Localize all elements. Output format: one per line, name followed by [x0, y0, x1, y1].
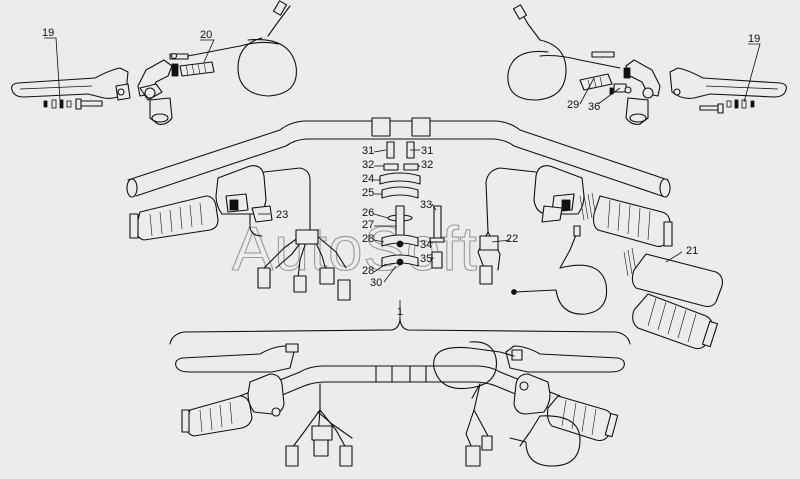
- callout-21: 21: [686, 245, 698, 257]
- callout-30: 30: [370, 277, 382, 289]
- callout-1: 1: [397, 306, 403, 318]
- callout-36: 36: [588, 101, 600, 113]
- callout-25: 25: [362, 187, 374, 199]
- callout-32-right: 32: [421, 159, 433, 171]
- callout-29: 29: [567, 99, 579, 111]
- assembly-bracket: [169, 317, 631, 345]
- left-switch-assembly: [129, 165, 351, 301]
- handlebar-main: [126, 117, 671, 198]
- callout-19-right: 19: [748, 33, 760, 45]
- callout-20: 20: [200, 29, 212, 41]
- callout-31-left: 31: [362, 145, 374, 157]
- callout-22: 22: [506, 233, 518, 245]
- callout-33: 33: [420, 199, 432, 211]
- callout-26: 26: [362, 207, 374, 219]
- callout-labels: 19 20 19 29 36 31 31 32 32 24 25 26 27 2…: [42, 27, 760, 318]
- assembled-handlebar: [175, 341, 625, 467]
- callout-35: 35: [420, 253, 432, 265]
- callout-34: 34: [420, 239, 432, 251]
- callout-31-right: 31: [421, 145, 433, 157]
- callout-27: 27: [362, 219, 374, 231]
- leader-lines: [44, 37, 761, 318]
- callout-19-left: 19: [42, 27, 54, 39]
- callout-28-lower: 28: [362, 265, 374, 277]
- cable-right: [507, 4, 621, 101]
- callout-28-upper: 28: [362, 233, 374, 245]
- callout-23: 23: [276, 209, 288, 221]
- right-lever-assembly: [579, 59, 787, 125]
- callout-32-left: 32: [362, 159, 374, 171]
- spare-grip-21: [623, 247, 723, 350]
- callout-24: 24: [362, 173, 374, 185]
- left-lever-assembly: [11, 52, 215, 125]
- cable-20: [187, 0, 297, 97]
- right-switch-assembly: [477, 165, 673, 315]
- clamp-stack: [379, 141, 445, 269]
